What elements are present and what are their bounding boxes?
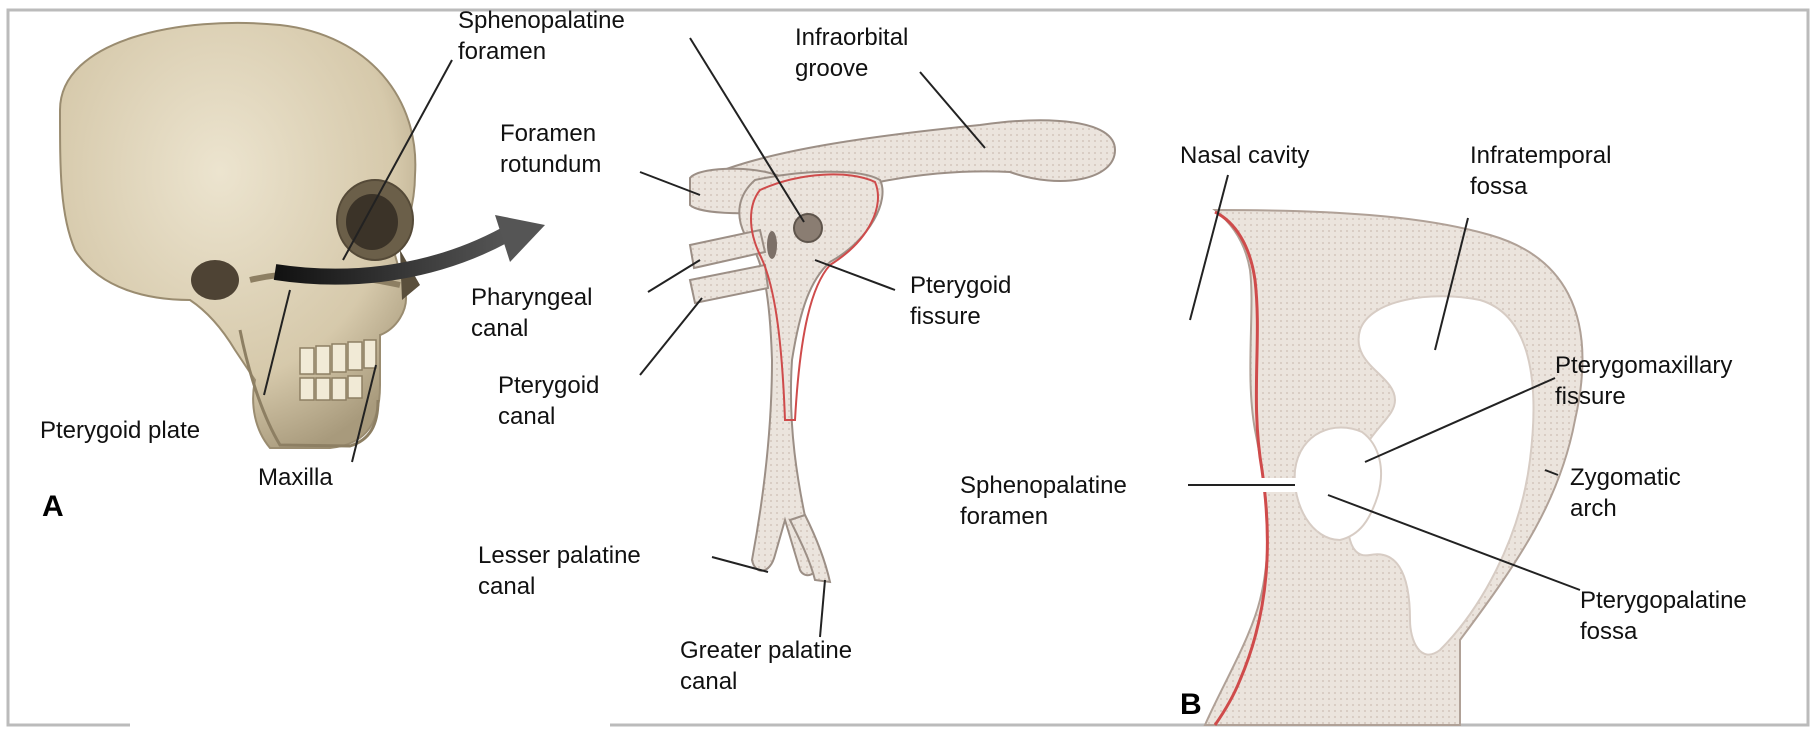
cross-section-diagram bbox=[1205, 210, 1582, 725]
blank-caption-box bbox=[130, 668, 610, 728]
label-infratemporal-fossa: Infratemporal fossa bbox=[1470, 140, 1611, 202]
label-foramen-rotundum: Foramen rotundum bbox=[500, 118, 601, 180]
panel-letter-b: B bbox=[1180, 688, 1202, 722]
label-sphenopalatine-foramen-a: Sphenopalatine foramen bbox=[458, 5, 625, 67]
skull-illustration bbox=[60, 23, 420, 448]
label-pterygoid-plate: Pterygoid plate bbox=[40, 415, 200, 446]
label-infraorbital-groove: Infraorbital groove bbox=[795, 22, 908, 84]
label-zygomatic-arch: Zygomatic arch bbox=[1570, 462, 1681, 524]
arrow-head bbox=[495, 215, 545, 262]
panel-letter-a: A bbox=[42, 490, 64, 524]
label-pharyngeal-canal: Pharyngeal canal bbox=[471, 282, 592, 344]
label-greater-palatine-canal: Greater palatine canal bbox=[680, 635, 852, 697]
label-sphenopalatine-foramen-b: Sphenopalatine foramen bbox=[960, 470, 1127, 532]
label-pterygopalatine-fossa: Pterygopalatine fossa bbox=[1580, 585, 1747, 647]
label-nasal-cavity: Nasal cavity bbox=[1180, 140, 1309, 171]
label-pterygoid-canal: Pterygoid canal bbox=[498, 370, 599, 432]
label-pterygoid-fissure: Pterygoid fissure bbox=[910, 270, 1011, 332]
label-pterygomaxillary-fissure: Pterygomaxillary fissure bbox=[1555, 350, 1732, 412]
label-lesser-palatine-canal: Lesser palatine canal bbox=[478, 540, 641, 602]
label-maxilla: Maxilla bbox=[258, 462, 333, 493]
